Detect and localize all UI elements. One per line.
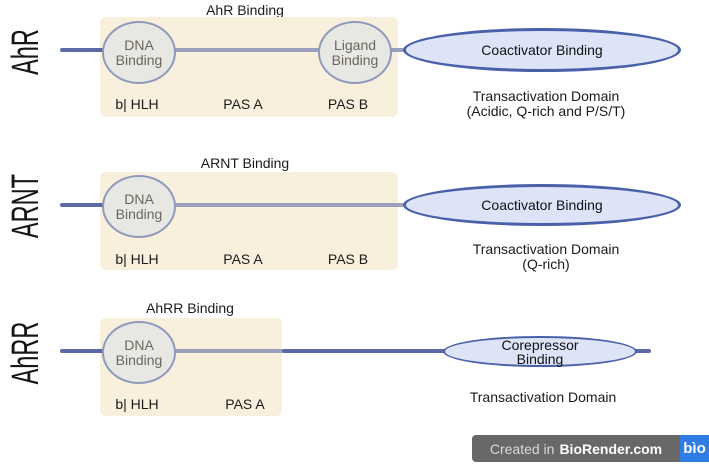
row-label-ahr: AhR — [4, 29, 47, 75]
ahr-caption-line1: Transactivation Domain — [472, 88, 620, 104]
ahrr-backbone-stub — [628, 349, 651, 353]
arnt-dna-binding-node: DNA Binding — [102, 175, 176, 238]
arnt-transactivation-caption: Transactivation Domain (Q-rich) — [441, 242, 651, 272]
ahrr-caption-line1: Transactivation Domain — [469, 389, 617, 405]
row-label-arnt: ARNT — [4, 173, 47, 239]
biorender-logo-icon[interactable]: bìo — [680, 435, 709, 462]
ahrr-corepressor-label: Corepressor Binding — [501, 336, 579, 367]
watermark-prefix: Created in — [489, 440, 555, 457]
ahr-region-pas-b: PAS B — [327, 96, 369, 112]
arnt-region-bhlh: b| HLH — [115, 251, 159, 267]
ahr-ligand-binding-label: Ligand Binding — [331, 36, 379, 68]
ahr-backbone-left — [60, 48, 106, 52]
arnt-coactivator-ellipse: Coactivator Binding — [403, 184, 681, 226]
ahr-ligand-binding-node: Ligand Binding — [318, 21, 392, 84]
watermark-brand-link[interactable]: BioRender.com — [559, 440, 663, 457]
ahr-dna-binding-label: DNA Binding — [115, 36, 163, 68]
arnt-binding-title: ARNT Binding — [200, 155, 290, 171]
biorender-watermark[interactable]: Created in BioRender.com — [472, 435, 680, 462]
arnt-coactivator-label: Coactivator Binding — [481, 197, 603, 213]
ahr-region-pas-a: PAS A — [223, 96, 263, 112]
ahr-coactivator-ellipse: Coactivator Binding — [403, 28, 681, 72]
ahrr-backbone-middle — [174, 349, 284, 353]
ahr-binding-title: AhR Binding — [206, 2, 284, 18]
arnt-dna-binding-label: DNA Binding — [115, 190, 163, 222]
ahr-backbone-middle — [174, 48, 404, 52]
ahrr-dna-binding-node: DNA Binding — [102, 321, 176, 384]
ahrr-dna-binding-label: DNA Binding — [115, 336, 163, 368]
ahr-transactivation-caption: Transactivation Domain (Acidic, Q-rich a… — [441, 89, 651, 119]
arnt-region-pas-a: PAS A — [223, 251, 263, 267]
arnt-backbone-middle — [174, 203, 404, 207]
ahrr-region-pas-a: PAS A — [225, 396, 265, 412]
arnt-region-pas-b: PAS B — [327, 251, 369, 267]
row-label-ahrr: AhRR — [4, 321, 47, 385]
ahrr-backbone-left — [60, 349, 106, 353]
arnt-backbone-left — [60, 203, 106, 207]
ahrr-corepressor-ellipse: Corepressor Binding — [443, 336, 637, 367]
ahr-dna-binding-node: DNA Binding — [102, 21, 176, 84]
ahrr-transactivation-caption: Transactivation Domain — [438, 390, 648, 405]
ahr-caption-line2: (Acidic, Q-rich and P/S/T) — [466, 103, 626, 119]
ahr-region-bhlh: b| HLH — [115, 96, 159, 112]
arnt-caption-line2: (Q-rich) — [522, 256, 570, 272]
ahrr-backbone-right — [282, 349, 448, 353]
ahrr-binding-title: AhRR Binding — [146, 300, 234, 316]
ahrr-region-bhlh: b| HLH — [115, 396, 159, 412]
ahr-coactivator-label: Coactivator Binding — [481, 42, 603, 58]
arnt-caption-line1: Transactivation Domain — [472, 241, 620, 257]
